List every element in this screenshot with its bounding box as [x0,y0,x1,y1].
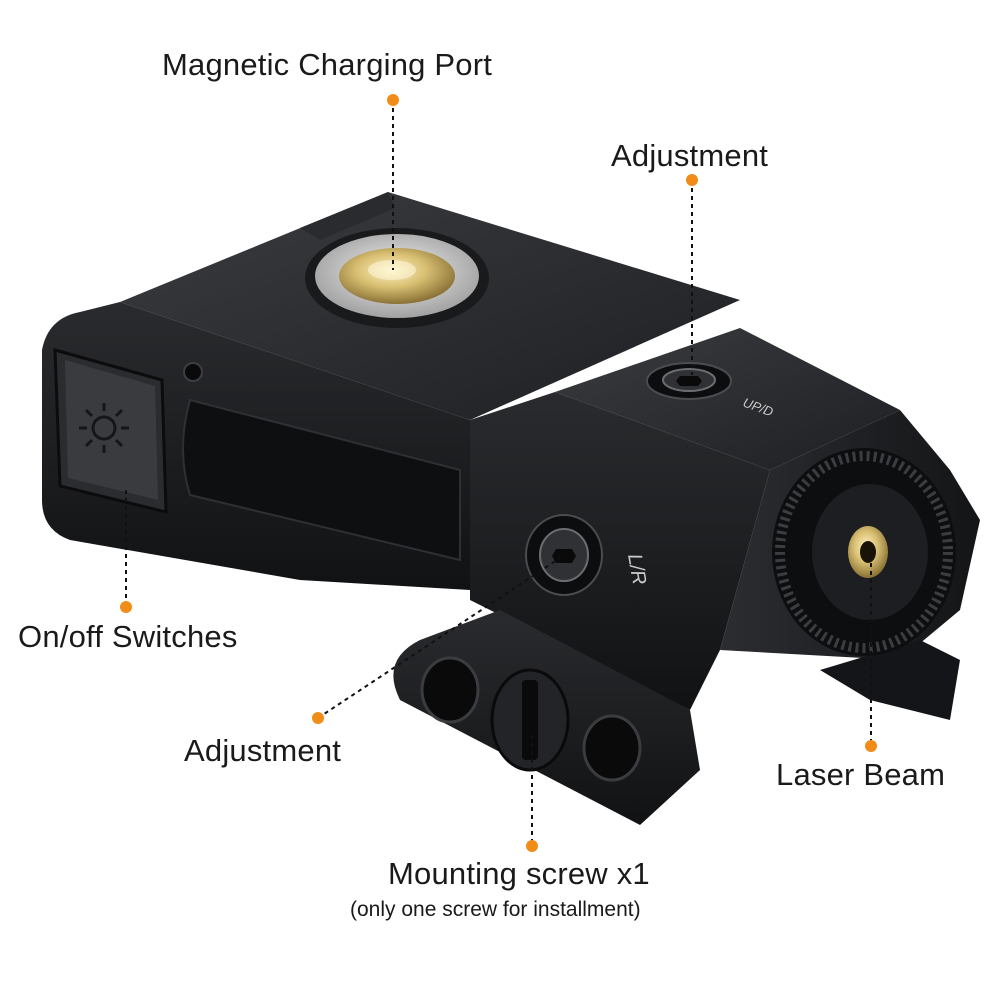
side-slot [182,398,461,562]
label-adjustment-side: Adjustment [184,733,342,768]
label-mounting-screw-note: (only one screw for installment) [350,898,641,921]
power-button[interactable] [53,348,168,514]
module-side-face [470,392,770,710]
dot-adjustment-side [312,712,324,724]
leader-dots [120,94,877,852]
label-mounting-screw: Mounting screw x1 [388,856,650,891]
dot-on-off [120,601,132,613]
leader-adjustment-side [317,557,561,719]
label-laser-beam: Laser Beam [776,757,946,792]
module-top-face [555,328,900,470]
dot-adjustment-top [686,174,698,186]
indicator-hole [183,362,203,382]
label-adjustment-top: Adjustment [611,138,769,173]
charging-port[interactable] [305,228,489,328]
housing-rear-ridge [300,192,395,240]
left-right-engraving: L/R [623,552,650,586]
module-lower-plate [820,640,960,720]
dot-mounting-screw [526,840,538,852]
mount-hole-right [582,714,642,782]
sun-icon [79,403,129,453]
laser-emitter [772,448,956,656]
left-right-adjustment-screw[interactable] [525,514,603,596]
dot-charging-port [387,94,399,106]
mount-hole-left [420,656,480,724]
leader-lines [125,100,872,845]
label-on-off-switches: On/off Switches [18,619,238,654]
label-charging-port: Magnetic Charging Port [162,47,493,82]
up-down-adjustment-screw[interactable] [646,362,732,400]
dot-laser-beam [865,740,877,752]
mounting-screw[interactable] [490,668,570,772]
